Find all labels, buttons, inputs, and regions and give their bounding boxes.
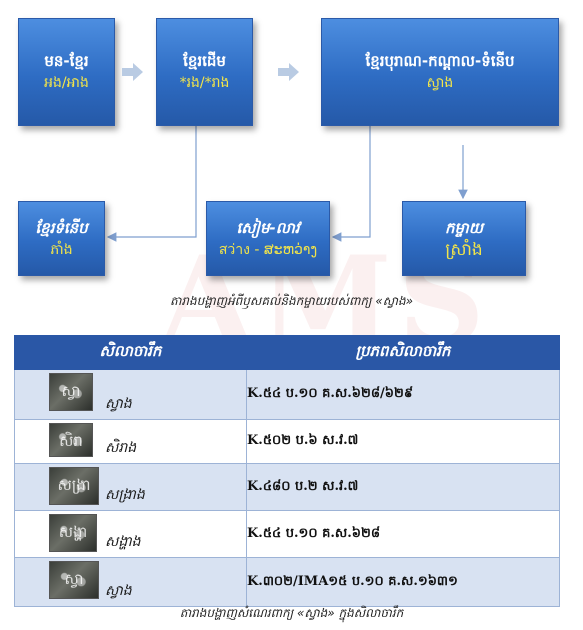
connector-to-modern — [106, 126, 197, 242]
stage-proto-khmer-title: ខ្មែរដើម — [183, 52, 226, 70]
result-loan-form: ស្រាំង — [445, 239, 483, 260]
inscription-glyph: សង្រា — [57, 476, 91, 494]
inscription-word: សិរាង — [105, 440, 137, 456]
result-siam-lao-form: สว่าง - ສະຫວ່າງ — [218, 241, 318, 258]
result-loan-title: កម្ចាយ — [444, 218, 484, 237]
stage-mon-khmer-form: អង/អាង — [44, 75, 89, 91]
inscription-photo: សង្រា — [49, 467, 99, 505]
inscription-cell: ស្វា ស្វាង — [14, 369, 247, 420]
inscription-photo: ស្វា — [49, 373, 93, 411]
source-reference: K.៥៤ ប.១០ គ.ស.៦២៨/៦២៩ — [246, 369, 560, 420]
table-caption: តារាងបង្ហាញសំណេរពាក្យ «ស្វាង» ក្នុងសិលាច… — [179, 606, 404, 620]
result-siam-lao-title: សៀម-លាវ — [236, 218, 300, 237]
table-header-row: សិលាចារឹក ប្រភពសិលាចារឹក — [14, 335, 560, 370]
stage-proto-khmer-form: *រង/*រាង — [179, 75, 230, 91]
header-source: ប្រភពសិលាចារឹក — [246, 335, 560, 370]
result-modern-khmer-box: ខ្មែរទំនើប ភាំង — [18, 201, 105, 276]
inscription-cell: សង្រា សង្រាង — [14, 463, 247, 511]
inscription-cell: សង្ហា សង្ហាង — [14, 510, 247, 558]
table-row: សង្ហា សង្ហាង K.៥៤ ប.១០ គ.ស.៦២៨ — [14, 510, 560, 558]
stage-mon-khmer-title: មន-ខ្មែរ — [44, 52, 89, 70]
stage-mon-khmer-box: មន-ខ្មែរ អង/អាង — [18, 18, 115, 126]
chevron-right-icon — [122, 63, 143, 81]
inscription-glyph: ស្វា — [64, 570, 84, 588]
connector-to-siam-lao — [331, 126, 371, 242]
inscription-word: សង្ហាង — [105, 534, 141, 550]
inscription-glyph: សិរា — [59, 432, 83, 450]
table-row: ស្វា ស្វាង K.៥៤ ប.១០ គ.ស.៦២៨/៦២៩ — [14, 369, 560, 420]
inscription-word: សង្រាង — [105, 487, 145, 503]
inscription-glyph: ស្វា — [61, 382, 81, 400]
chevron-right-icon — [278, 63, 299, 81]
stage-old-middle-modern-box: ខ្មែរបុរាណ-កណ្ដាល-ទំនើប ស្វាង — [321, 18, 559, 126]
result-modern-khmer-form: ភាំង — [50, 241, 73, 258]
source-reference: K.៥០២ ប.៦ ស.វ.៧ — [246, 419, 560, 464]
inscription-word: ស្វាង — [105, 583, 132, 599]
diagram-caption: តារាងបង្ហាញអំពីឫសគល់និងកម្ចាយរបស់ពាក្យ «… — [169, 294, 414, 308]
stage-proto-khmer-box: ខ្មែរដើម *រង/*រាង — [156, 18, 253, 126]
table-row: សង្រា សង្រាង K.៤៨០ ប.២ ស.វ.៧ — [14, 463, 560, 511]
inscription-cell: សិរា សិរាង — [14, 419, 247, 464]
source-reference: K.៤៨០ ប.២ ស.វ.៧ — [246, 463, 560, 511]
source-reference: K.៣០២/IMA១៥ ប.១០ គ.ស.១៦៣១ — [246, 557, 560, 607]
source-reference: K.៥៤ ប.១០ គ.ស.៦២៨ — [246, 510, 560, 558]
result-siam-lao-box: សៀម-លាវ สว่าง - ສະຫວ່າງ — [206, 201, 330, 276]
inscription-photo: សង្ហា — [49, 514, 97, 552]
result-modern-khmer-title: ខ្មែរទំនើប — [35, 218, 88, 237]
inscription-word: ស្វាង — [105, 396, 132, 412]
stage-old-middle-modern-title: ខ្មែរបុរាណ-កណ្ដាល-ទំនើប — [365, 52, 515, 70]
stage-old-middle-modern-form: ស្វាង — [426, 75, 454, 91]
table-row: សិរា សិរាង K.៥០២ ប.៦ ស.វ.៧ — [14, 419, 560, 464]
inscription-glyph: សង្ហា — [58, 523, 88, 541]
result-loan-box: កម្ចាយ ស្រាំង — [402, 201, 526, 276]
inscription-cell: ស្វា ស្វាង — [14, 557, 247, 607]
inscription-table: សិលាចារឹក ប្រភពសិលាចារឹក ស្វា ស្វាង K.៥៤… — [14, 335, 560, 607]
connector-lines — [106, 126, 468, 242]
inscription-photo: សិរា — [49, 423, 93, 457]
table-row: ស្វា ស្វាង K.៣០២/IMA១៥ ប.១០ គ.ស.១៦៣១ — [14, 557, 560, 607]
header-inscription: សិលាចារឹក — [14, 335, 247, 370]
inscription-photo: ស្វា — [49, 561, 99, 599]
